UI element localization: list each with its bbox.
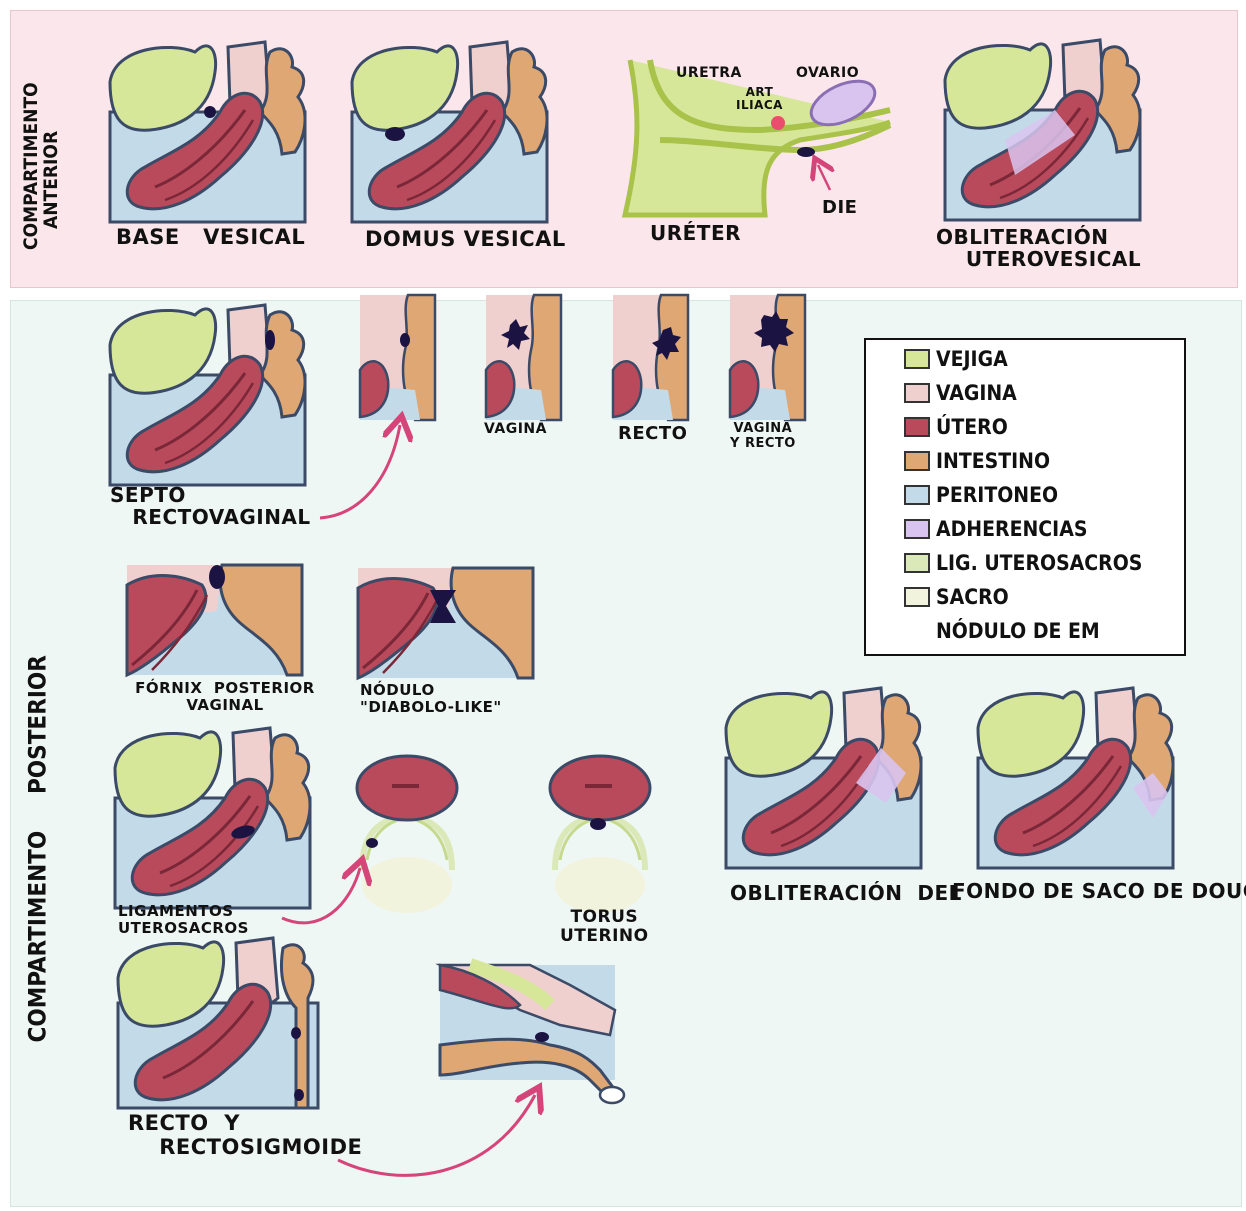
fornix-illustration <box>127 565 302 675</box>
legend-item-vejiga: VEJIGA <box>904 344 1008 374</box>
legend-swatch-lig-uterosacros <box>904 553 930 573</box>
legend-item-nodulo: NÓDULO DE EM <box>904 616 1100 646</box>
septo-crop-vagina <box>486 295 561 420</box>
label-die: DIE <box>822 198 857 218</box>
torus-left-illustration <box>357 756 457 913</box>
label-septo-rectovaginal: SEPTO RECTOVAGINAL <box>110 484 311 529</box>
label-recto-rectosigmoide: RECTO Y RECTOSIGMOIDE <box>128 1112 362 1159</box>
obliteracion-uterovesical-illustration <box>945 40 1140 220</box>
legend-item-intestino: INTESTINO <box>904 446 1050 476</box>
legend-label: ADHERENCIAS <box>936 517 1087 541</box>
legend-label: NÓDULO DE EM <box>936 619 1100 643</box>
diabolo-illustration <box>358 568 533 678</box>
recto-rectosigmoide-illustration <box>118 938 318 1108</box>
douglas-left-illustration <box>726 688 921 868</box>
label-torus-uterino: TORUS UTERINO <box>560 908 649 946</box>
legend-item-utero: ÚTERO <box>904 412 1008 442</box>
label-recto-crop: RECTO <box>618 424 687 444</box>
label-base-vesical: BASE VESICAL <box>116 226 305 250</box>
label-ovario: OVARIO <box>796 66 859 82</box>
rectosigmoide-zoom-illustration <box>440 965 624 1103</box>
legend-label: LIG. UTEROSACROS <box>936 551 1142 575</box>
domus-vesical-illustration <box>352 42 547 222</box>
legend-item-peritoneo: PERITONEO <box>904 480 1058 510</box>
septo-crop-vagina-recto <box>730 295 805 420</box>
label-nodulo-diabolo: NÓDULO "DIABOLO-LIKE" <box>360 682 502 716</box>
ligamentos-uterosacros-illustration <box>115 728 310 908</box>
legend-swatch-sacro <box>904 587 930 607</box>
torus-right-illustration <box>550 756 650 913</box>
label-vagina-y-recto-crop: VAGINA Y RECTO <box>730 422 796 451</box>
legend-swatch-vagina <box>904 383 930 403</box>
legend-swatch-intestino <box>904 451 930 471</box>
douglas-right-illustration <box>978 688 1173 868</box>
legend-swatch-adherencias <box>904 519 930 539</box>
legend-item-lig-uterosacros: LIG. UTEROSACROS <box>904 548 1142 578</box>
base-vesical-illustration <box>110 42 305 222</box>
label-ligamentos-uterosacros: LIGAMENTOS UTEROSACROS <box>118 903 249 937</box>
ureter-illustration <box>625 60 890 215</box>
legend-label: PERITONEO <box>936 483 1058 507</box>
label-ureter: URÉTER <box>650 222 741 244</box>
label-fornix-posterior: FÓRNIX POSTERIOR VAGINAL <box>125 680 325 714</box>
legend-label: INTESTINO <box>936 449 1050 473</box>
septo-arrow <box>320 425 400 518</box>
label-fondo-de-saco-douglas: FONDO DE SACO DE DOUGLAS <box>952 880 1246 902</box>
septo-crop-recto <box>613 295 688 420</box>
legend-label: VEJIGA <box>936 347 1008 371</box>
septo-crop-1 <box>360 295 435 420</box>
legend-swatch-utero <box>904 417 930 437</box>
legend-label: SACRO <box>936 585 1009 609</box>
legend-label: ÚTERO <box>936 415 1008 439</box>
label-vagina-crop: VAGINA <box>484 422 547 438</box>
label-obliteracion-uterovesical: OBLITERACIÓN UTEROVESICAL <box>936 226 1141 271</box>
legend-swatch-vejiga <box>904 349 930 369</box>
legend: VEJIGA VAGINA ÚTERO INTESTINO PERITONEO … <box>864 338 1186 656</box>
legend-swatch-peritoneo <box>904 485 930 505</box>
label-art-iliaca: ART ILIACA <box>736 86 783 113</box>
legend-label: VAGINA <box>936 381 1017 405</box>
legend-item-sacro: SACRO <box>904 582 1009 612</box>
label-obliteracion-del: OBLITERACIÓN DEL <box>730 882 962 904</box>
legend-swatch-nodulo-spacer <box>904 621 930 641</box>
legend-item-adherencias: ADHERENCIAS <box>904 514 1087 544</box>
label-uretra: URETRA <box>676 66 742 82</box>
legend-item-vagina: VAGINA <box>904 378 1017 408</box>
septo-rectovaginal-illustration <box>110 305 305 485</box>
recto-arrow <box>338 1095 535 1175</box>
label-domus-vesical: DOMUS VESICAL <box>365 228 566 252</box>
